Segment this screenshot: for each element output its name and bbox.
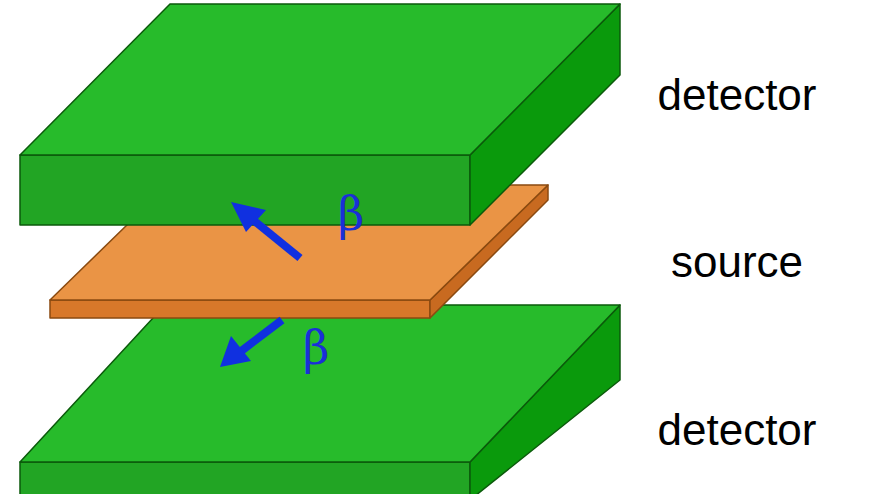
particle-label: β (338, 191, 365, 237)
particle-label: β (303, 325, 330, 371)
part-label: detector (658, 408, 817, 452)
part-label: source (671, 240, 803, 284)
part-label: detector (658, 73, 817, 117)
bottom-detector-slab (20, 305, 620, 494)
beta-arrow-up (231, 202, 300, 258)
top-detector-slab (20, 4, 620, 225)
beta-arrow-down (220, 320, 282, 367)
